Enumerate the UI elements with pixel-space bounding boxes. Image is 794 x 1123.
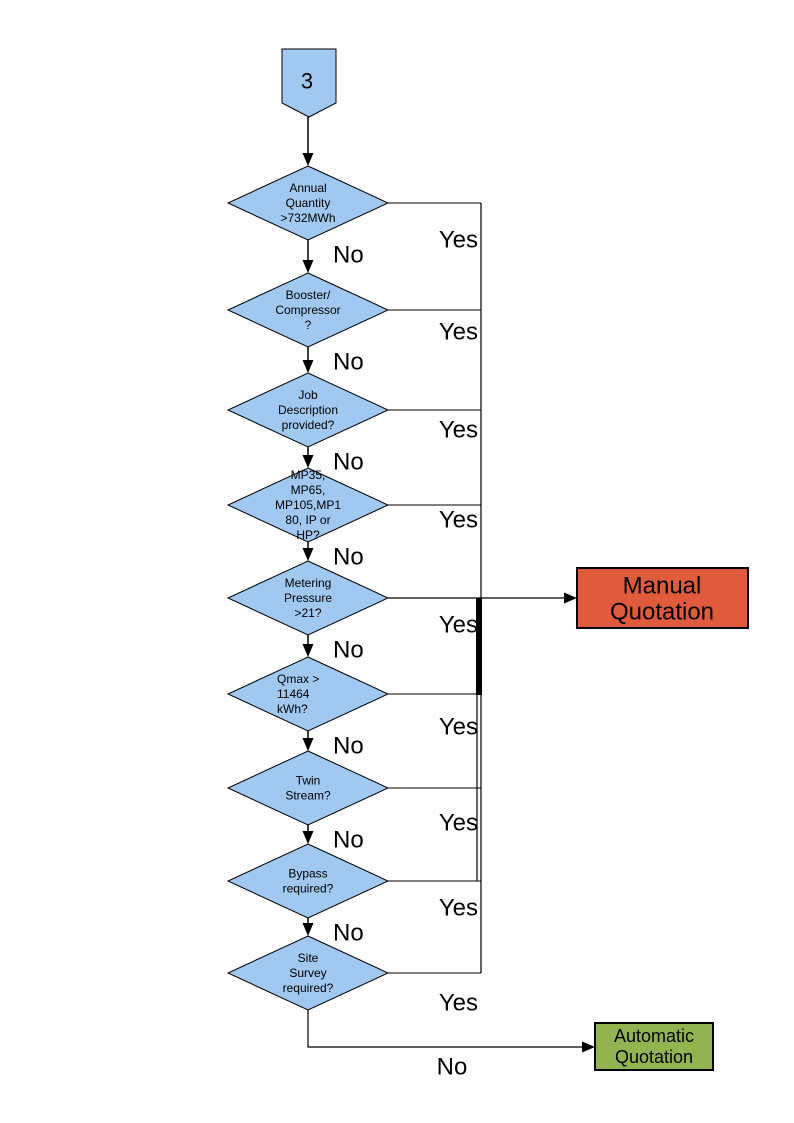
decision-booster-compressor-label: Booster/ (286, 288, 331, 302)
no-label: No (333, 242, 364, 269)
decision-job-description-label: Job (298, 388, 318, 402)
automatic-arrow-line (307, 1010, 582, 1048)
decision-pressure-tier-label: MP35, (291, 468, 326, 482)
arrowhead-down-icon (302, 548, 314, 561)
yes-label: Yes (439, 227, 478, 254)
decision-site-survey-label: required? (283, 981, 334, 995)
automatic-quotation-label: Automatic (614, 1026, 694, 1046)
automatic-quotation-label: Quotation (615, 1047, 693, 1067)
decision-job-description-label: provided? (282, 418, 335, 432)
offpage-connector-label: 3 (301, 69, 313, 94)
decision-booster-compressor-label: Compressor (275, 303, 340, 317)
yes-merge-line-overlap (476, 598, 482, 695)
arrowhead-right-icon (582, 1041, 595, 1053)
no-label: No (333, 349, 364, 376)
decision-metering-pressure-label: Metering (285, 576, 332, 590)
arrowhead-down-icon (302, 153, 314, 166)
decision-twin-stream-label: Twin (296, 774, 321, 788)
decision-annual-quantity-label: Annual (289, 181, 326, 195)
arrowhead-down-icon (302, 455, 314, 468)
automatic-quotation-box (594, 1022, 714, 1071)
no-label: No (333, 637, 364, 664)
decision-pressure-tier-label: 80, IP or (285, 513, 330, 527)
decision-qmax-label: kWh? (277, 702, 308, 716)
yes-label: Yes (439, 612, 478, 639)
offpage-connector-shape (281, 48, 337, 118)
no-label: No (333, 920, 364, 947)
arrowhead-right-icon (564, 592, 577, 604)
decision-site-survey-label: Survey (289, 966, 326, 980)
decision-qmax-label: 11464 (277, 687, 310, 701)
decision-annual-quantity-label: Quantity (286, 196, 331, 210)
arrowhead-down-icon (302, 738, 314, 751)
yes-label: Yes (439, 319, 478, 346)
yes-label: Yes (439, 417, 478, 444)
decision-twin-stream-label: Stream? (285, 789, 331, 803)
decision-pressure-tier-label: HP? (296, 528, 320, 542)
manual-quotation-label: Quotation (610, 599, 714, 626)
arrowhead-down-icon (302, 923, 314, 936)
arrowhead-down-icon (302, 644, 314, 657)
decision-bypass-label: required? (283, 882, 334, 896)
decisions-group: AnnualQuantity>732MWhYesNoBooster/Compre… (226, 165, 481, 1017)
arrowhead-down-icon (302, 360, 314, 373)
decision-metering-pressure-label: Pressure (284, 591, 332, 605)
yes-label: Yes (439, 714, 478, 741)
arrowhead-down-icon (302, 831, 314, 844)
yes-label: Yes (439, 895, 478, 922)
decision-job-description-label: Description (278, 403, 338, 417)
yes-label: Yes (439, 990, 478, 1017)
decision-bypass-label: Bypass (288, 867, 327, 881)
decision-metering-pressure-label: >21? (294, 606, 321, 620)
manual-quotation-label: Manual (623, 573, 702, 600)
yes-label: Yes (439, 810, 478, 837)
decision-qmax-label: Qmax > (277, 672, 319, 686)
decision-booster-compressor-label: ? (305, 318, 312, 332)
decision-site-survey-label: Site (298, 951, 319, 965)
no-label: No (333, 544, 364, 571)
no-label: No (437, 1054, 468, 1081)
no-label: No (333, 449, 364, 476)
arrowhead-down-icon (302, 260, 314, 273)
manual-quotation-box (576, 567, 749, 629)
decision-pressure-tier-label: MP105,MP1 (275, 498, 341, 512)
no-label: No (333, 733, 364, 760)
yes-label: Yes (439, 507, 478, 534)
no-label: No (333, 827, 364, 854)
decision-annual-quantity-label: >732MWh (280, 211, 335, 225)
decision-pressure-tier-label: MP65, (291, 483, 326, 497)
